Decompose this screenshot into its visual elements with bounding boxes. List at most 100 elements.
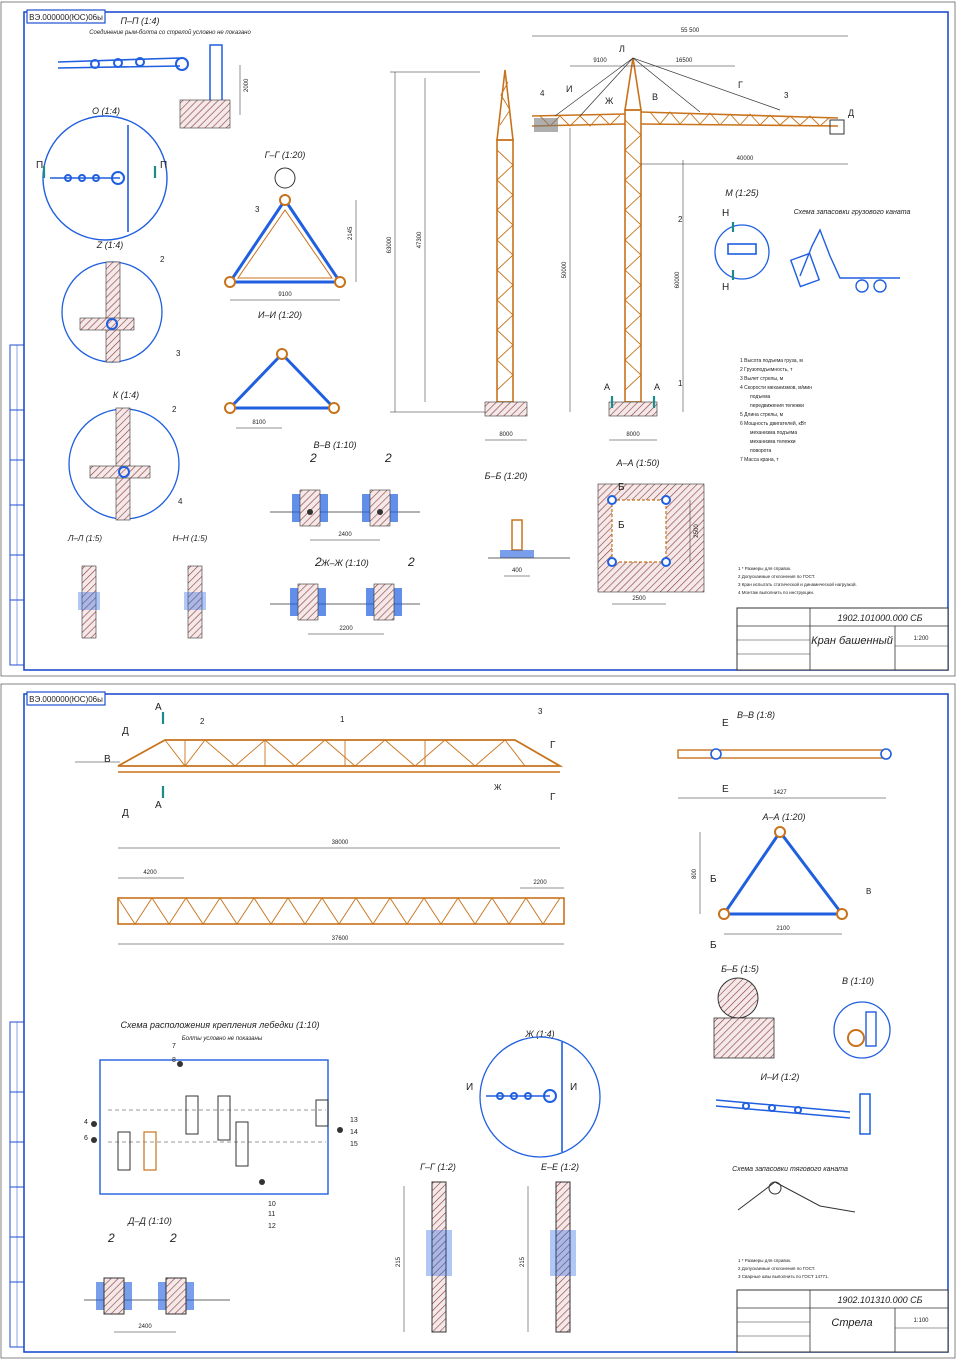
s2-view-aa-title: А–А (1:20) bbox=[761, 812, 805, 822]
svg-text:Г: Г bbox=[550, 792, 556, 803]
svg-text:В: В bbox=[866, 887, 871, 896]
tower-section-i: И bbox=[566, 84, 572, 94]
dim-40000: 40000 bbox=[737, 156, 754, 162]
sheet-frame bbox=[23, 11, 949, 671]
svg-text:Е: Е bbox=[722, 718, 729, 729]
note-1: 2 Допускаемые отклонения по ГОСТ. bbox=[738, 574, 815, 579]
view-pp-title: П–П (1:4) bbox=[120, 16, 159, 26]
spec-line-3: 4 Скорости механизмов, м/мин bbox=[740, 385, 812, 391]
view-o-title: О (1:4) bbox=[92, 106, 120, 116]
view-m: М (1:25) Н Н bbox=[714, 188, 770, 293]
outer-border bbox=[0, 1, 956, 677]
jib-length-38000: 38000 bbox=[332, 840, 349, 846]
height-60000: 60000 bbox=[675, 271, 681, 288]
s2-rope-title: Схема запасовки тягового каната bbox=[732, 1166, 848, 1173]
svg-text:В: В bbox=[104, 754, 111, 765]
plan-dim-4200: 4200 bbox=[143, 870, 157, 876]
view-ii-title: И–И (1:20) bbox=[258, 310, 302, 320]
svg-text:15: 15 bbox=[350, 1141, 358, 1148]
spec-line-4: подъема bbox=[750, 394, 771, 400]
view-z: Z (1:4) 2 3 bbox=[61, 240, 181, 363]
code-tab-text-2: ВЭ.000000(ЮС)06ы bbox=[29, 695, 103, 704]
dd-dim-2400: 2400 bbox=[138, 1324, 152, 1330]
svg-text:1: 1 bbox=[340, 715, 345, 724]
spec-line-9: механизма тележки bbox=[750, 439, 796, 445]
svg-text:2: 2 bbox=[314, 555, 322, 569]
svg-text:14: 14 bbox=[350, 1129, 358, 1136]
view-aa-title: А–А (1:50) bbox=[615, 458, 659, 468]
height-47300: 47300 bbox=[417, 231, 423, 248]
view-nn-title: Н–Н (1:5) bbox=[173, 534, 208, 543]
svg-text:2: 2 bbox=[169, 1231, 177, 1245]
s2-note-2: 3 Сварные швы выполнить по ГОСТ 14771. bbox=[738, 1274, 829, 1279]
svg-text:2000: 2000 bbox=[244, 78, 250, 92]
s2-view-gg-title: Г–Г (1:2) bbox=[420, 1162, 456, 1172]
view-zhzh-title: Ж–Ж (1:10) bbox=[320, 558, 369, 568]
winch-title: Схема расположения крепления лебедки (1:… bbox=[121, 1020, 320, 1030]
tower-section-l: Л bbox=[619, 44, 625, 54]
note-3: 4 Монтаж выполнить по инструкции. bbox=[738, 590, 814, 595]
svg-text:3: 3 bbox=[538, 707, 543, 716]
spec-line-7: 6 Мощность двигателей, кВт bbox=[740, 420, 807, 427]
title-scale-2: 1:100 bbox=[913, 1318, 929, 1324]
title-code-2: 1902.101310.000 СБ bbox=[838, 1295, 923, 1305]
s2-view-ii: И–И (1:2) bbox=[715, 1072, 871, 1135]
svg-text:2: 2 bbox=[107, 1231, 115, 1245]
svg-text:Ж: Ж bbox=[494, 783, 502, 792]
code-tab-2 bbox=[26, 691, 106, 706]
view-pp-note: Соединение рым-болта со стрелой условно … bbox=[89, 29, 251, 36]
left-strip bbox=[9, 344, 25, 666]
plan-dim-37600: 37600 bbox=[332, 936, 349, 942]
s2-notes: 1 * Размеры для справок. 2 Допускаемые о… bbox=[738, 1258, 829, 1279]
svg-text:13: 13 bbox=[350, 1117, 358, 1124]
spec-block: 1 Высота подъема груза, м 2 Грузоподъемн… bbox=[740, 358, 812, 463]
aa-dim-800: 800 bbox=[692, 868, 698, 879]
dim-16500: 16500 bbox=[676, 58, 693, 64]
sheet1-canvas: ВЭ.000000(ЮС)06ы П–П (1:4) Соединение ры… bbox=[0, 1, 956, 677]
tower-section-g: Г bbox=[738, 80, 743, 90]
vv-dim: 2400 bbox=[338, 532, 352, 538]
s2-winch-scheme: Схема расположения крепления лебедки (1:… bbox=[84, 1020, 358, 1230]
svg-text:2: 2 bbox=[200, 717, 205, 726]
code-tab bbox=[26, 9, 106, 24]
s2-view-dd-title: Д–Д (1:10) bbox=[127, 1216, 172, 1226]
tower-section-d: Д bbox=[848, 108, 854, 118]
svg-text:4: 4 bbox=[84, 1119, 88, 1126]
tower-section-a-right: А bbox=[654, 382, 660, 392]
code-tab-text: ВЭ.000000(ЮС)06ы bbox=[29, 13, 103, 22]
s2-view-ee-title: Е–Е (1:2) bbox=[541, 1162, 579, 1172]
spec-line-8: механизма подъема bbox=[750, 430, 797, 436]
svg-text:7: 7 bbox=[172, 1043, 176, 1050]
tower-section-a-left: А bbox=[604, 382, 610, 392]
svg-text:Г: Г bbox=[550, 740, 556, 751]
view-nn: Н–Н (1:5) bbox=[173, 534, 208, 639]
aa-letter-b: Б bbox=[618, 520, 625, 531]
s2-view-ii-title: И–И (1:2) bbox=[761, 1072, 800, 1082]
title-block-2: 1902.101310.000 СБ Стрела 1:100 bbox=[736, 1289, 949, 1353]
view-ll: Л–Л (1:5) bbox=[67, 534, 102, 639]
svg-text:2: 2 bbox=[384, 451, 392, 465]
ii-width: 8100 bbox=[252, 420, 266, 426]
view-aa: А–А (1:50) 2500 2500 Б Б bbox=[597, 458, 705, 605]
o-letter-left: П bbox=[36, 160, 43, 171]
view-bb: Б–Б (1:20) 400 bbox=[485, 471, 570, 577]
s2-view-v-title: В (1:10) bbox=[842, 976, 874, 986]
s2-view-bb: Б–Б (1:5) bbox=[713, 964, 775, 1059]
view-vv-title: В–В (1:10) bbox=[313, 440, 356, 450]
jib-side-view: 38000 АА 123 В ДД ГГ Ж bbox=[75, 702, 564, 849]
zhzh-dim: 2200 bbox=[339, 626, 353, 632]
note-0: 1 * Размеры для справок. bbox=[738, 566, 791, 571]
svg-text:А: А bbox=[155, 702, 162, 713]
title-code: 1902.101000.000 СБ bbox=[838, 613, 923, 623]
tower-section-zh: Ж bbox=[605, 96, 614, 106]
s2-view-dd: Д–Д (1:10) 2 2 2400 bbox=[84, 1216, 230, 1333]
svg-text:3: 3 bbox=[255, 205, 260, 214]
svg-text:2145: 2145 bbox=[348, 226, 354, 240]
height-63000: 63000 bbox=[387, 236, 393, 253]
svg-text:6: 6 bbox=[84, 1135, 88, 1142]
svg-text:Б: Б bbox=[710, 874, 717, 885]
spec-line-2: 3 Вылет стрелы, м bbox=[740, 376, 784, 382]
s2-view-zh-title: Ж (1:4) bbox=[524, 1029, 554, 1039]
spec-line-11: 7 Масса крана, т bbox=[740, 457, 779, 463]
s2-view-v: В (1:10) bbox=[833, 976, 891, 1059]
